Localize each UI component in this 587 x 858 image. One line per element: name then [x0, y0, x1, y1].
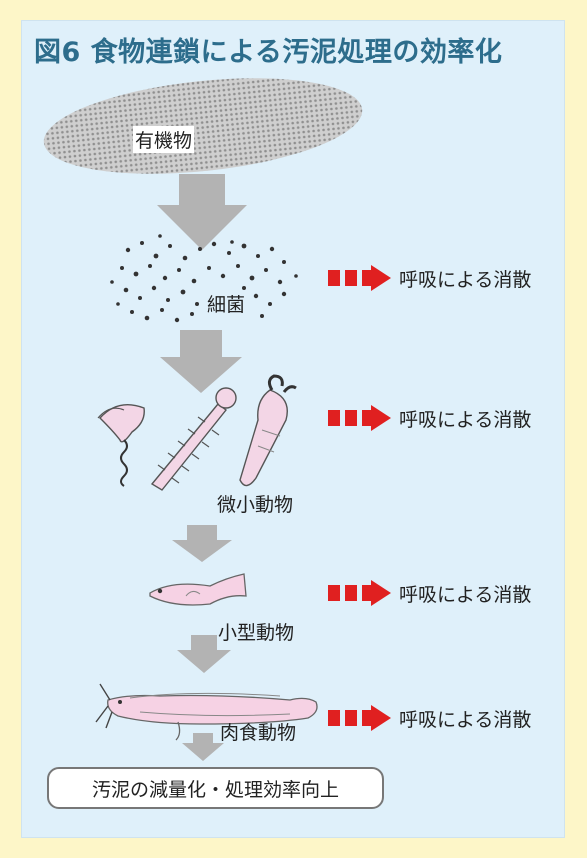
red-arrow-icon — [371, 405, 391, 431]
carnivore-label: 肉食動物 — [220, 722, 297, 744]
organic-matter-cloud-icon — [43, 78, 363, 174]
micro-animals-label: 微小動物 — [217, 494, 294, 516]
small-animals-label: 小型動物 — [218, 622, 295, 644]
flow-arrow-1-icon — [157, 174, 247, 250]
respiration-label: 呼吸による消散 — [399, 268, 532, 291]
flow-arrow-5-icon — [182, 733, 224, 761]
respiration-label: 呼吸による消散 — [399, 583, 532, 606]
protozoa-icon — [97, 404, 145, 487]
red-square-icon — [345, 270, 357, 286]
red-square-icon — [328, 585, 340, 601]
respiration-carnivore: 呼吸による消散 — [328, 705, 531, 731]
respiration-small-animals: 呼吸による消散 — [328, 580, 531, 606]
respiration-micro-animals: 呼吸による消散 — [328, 405, 531, 431]
red-arrow-stem-icon — [362, 585, 372, 601]
page-title: 図6 食物連鎖による汚泥処理の効率化 — [34, 37, 503, 68]
organic-matter-label: 有機物 — [133, 126, 195, 153]
red-arrow-icon — [371, 580, 391, 606]
red-arrow-stem-icon — [362, 710, 372, 726]
bacteria-label: 細菌 — [207, 294, 246, 316]
small-crustacean-icon — [239, 374, 297, 487]
red-square-icon — [345, 410, 357, 426]
result-box: 汚泥の減量化・処理効率向上 — [47, 767, 384, 809]
rotifer-icon — [150, 387, 237, 491]
red-arrow-icon — [371, 265, 391, 291]
respiration-bacteria: 呼吸による消散 — [328, 265, 531, 291]
red-square-icon — [345, 710, 357, 726]
red-arrow-stem-icon — [362, 270, 372, 286]
small-fish-icon — [149, 573, 247, 606]
red-square-icon — [328, 270, 340, 286]
flow-arrow-2-icon — [160, 330, 242, 393]
red-square-icon — [328, 410, 340, 426]
red-arrow-icon — [371, 705, 391, 731]
catfish-icon — [95, 683, 318, 741]
red-arrow-stem-icon — [362, 410, 372, 426]
flow-arrow-4-icon — [177, 635, 231, 673]
red-square-icon — [345, 585, 357, 601]
bacteria-dots-icon — [110, 234, 298, 323]
respiration-label: 呼吸による消散 — [399, 708, 532, 731]
flow-arrow-3-icon — [172, 525, 232, 562]
red-square-icon — [328, 710, 340, 726]
respiration-label: 呼吸による消散 — [399, 408, 532, 431]
